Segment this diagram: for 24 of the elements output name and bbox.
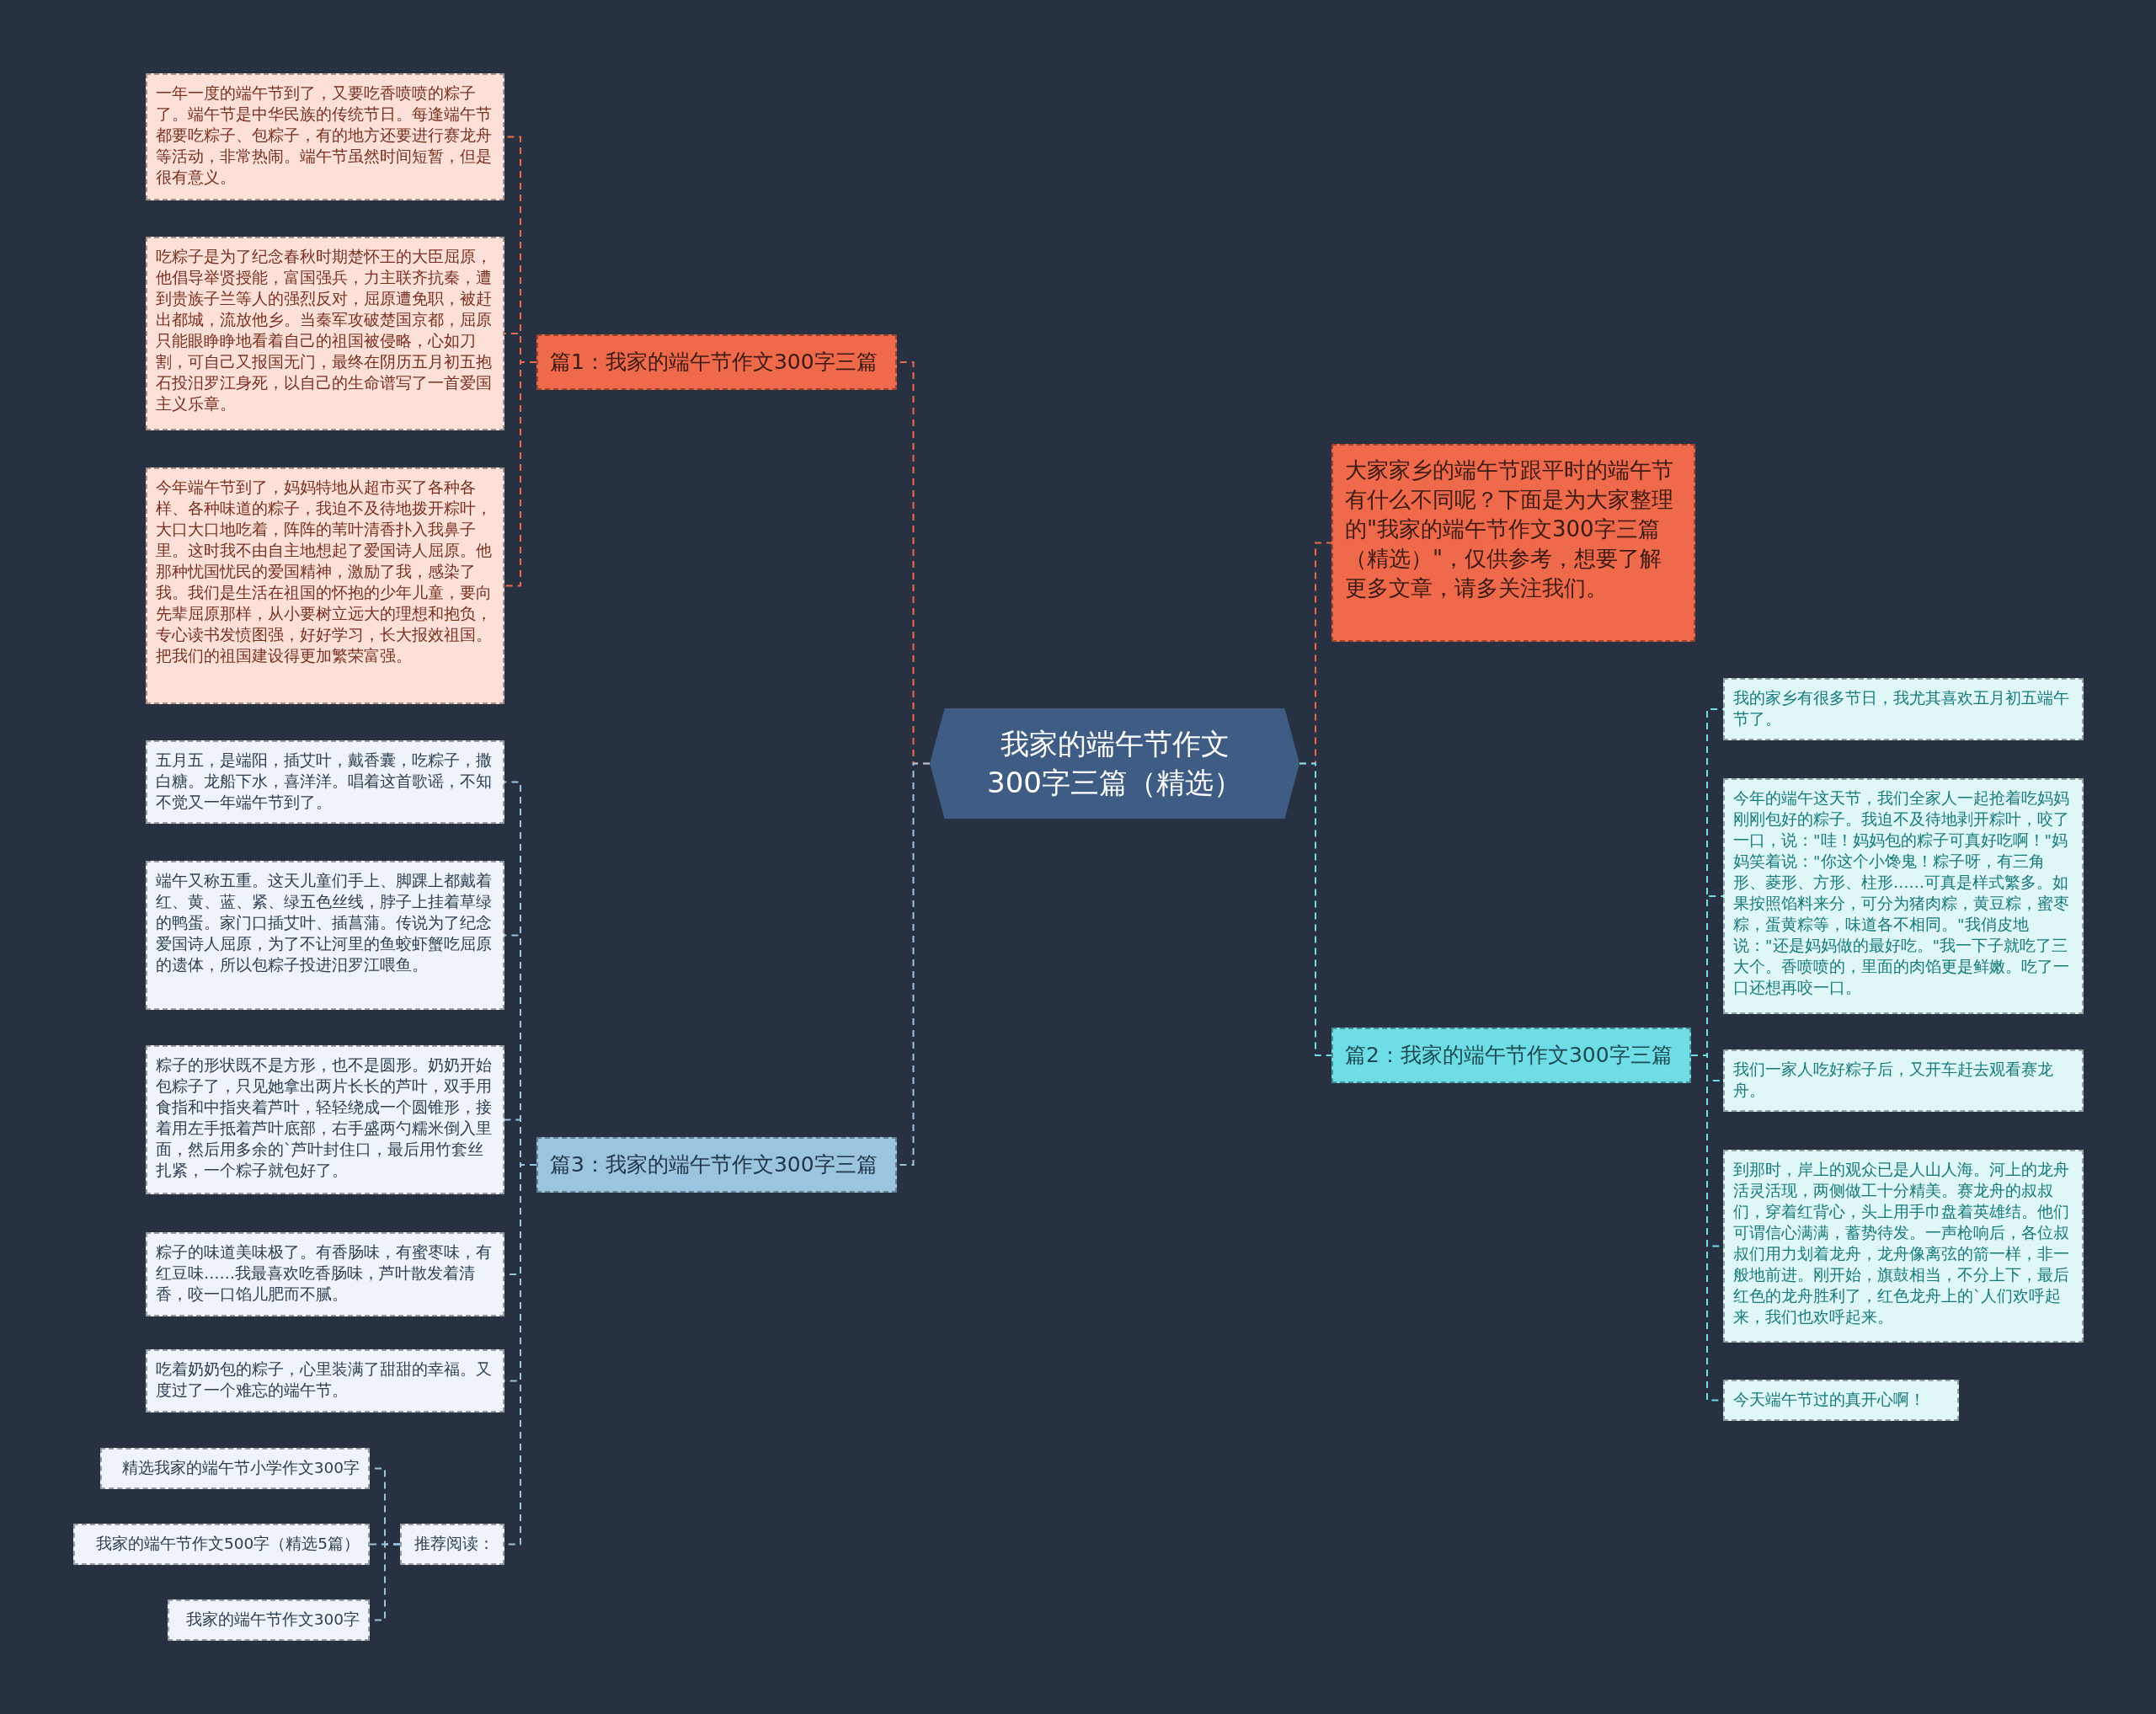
text-card: 我们一家人吃好粽子后，又开车赶去观看赛龙舟。 — [1723, 1049, 2084, 1112]
text-card: 我的家乡有很多节日，我尤其喜欢五月初五端午节了。 — [1723, 678, 2084, 740]
intro-box: 大家家乡的端午节跟平时的端午节有什么不同呢？下面是为大家整理的"我家的端午节作文300字三篇（精选）"，仅供参考，想要了解更多文章，请多关注我们。 — [1331, 444, 1695, 642]
text-card: 吃粽子是为了纪念春秋时期楚怀王的大臣屈原，他倡导举贤授能，富国强兵，力主联齐抗秦，遭到贵族子兰等人的强烈反对，屈原遭免职，被赶出都城，流放他乡。当秦军攻破楚国京都，屈原只能眼睁睁地看着自己的祖国被侵略，心如刀割，可自己又报国无门，最终在阴历五月初五抱石投汨罗江身死，以自己的生命谱写了一首爱国主义乐章。 — [146, 237, 504, 430]
central-topic: 我家的端午节作文300字三篇（精选） — [930, 708, 1299, 819]
text-card: 到那时，岸上的观众已是人山人海。河上的龙舟活灵活现，两侧做工十分精美。赛龙舟的叔叔们，穿着红背心，头上用手巾盘着英雄结。他们可谓信心满满，蓄势待发。一声枪响后，各位叔叔们用力划着龙舟，龙舟像离弦的箭一样，非一般地前进。刚开始，旗鼓相当，不分上下，最后红色的龙舟胜利了，红色龙舟上的`人们欢呼起来，我们也欢呼起来。 — [1723, 1150, 2084, 1343]
branch-box: 篇2：我家的端午节作文300字三篇 — [1331, 1028, 1691, 1083]
text-card: 今天端午节过的真开心啊！ — [1723, 1380, 1959, 1421]
text-card: 我家的端午节作文500字（精选5篇） — [73, 1524, 370, 1565]
text-card: 推荐阅读： — [400, 1524, 504, 1565]
text-card: 端午又称五重。这天儿童们手上、脚踝上都戴着红、黄、蓝、紧、绿五色丝线，脖子上挂着草绿的鸭蛋。家门口插艾叶、插菖蒲。传说为了纪念爱国诗人屈原，为了不让河里的鱼蛟虾蟹吃屈原的遗体，所以包粽子投进汨罗江喂鱼。 — [146, 861, 504, 1010]
text-card: 精选我家的端午节小学作文300字 — [100, 1448, 370, 1489]
text-card: 粽子的味道美味极了。有香肠味，有蜜枣味，有红豆味……我最喜欢吃香肠味，芦叶散发着清香，咬一口馅儿肥而不腻。 — [146, 1232, 504, 1316]
text-card: 我家的端午节作文300字 — [168, 1599, 370, 1641]
text-card: 粽子的形状既不是方形，也不是圆形。奶奶开始包粽子了，只见她拿出两片长长的芦叶，双手用食指和中指夹着芦叶，轻轻绕成一个圆锥形，接着用左手抵着芦叶底部，右手盛两勺糯米倒入里面，然后用多余的`芦叶封住口，最后用竹套丝扎紧，一个粽子就包好了。 — [146, 1045, 504, 1194]
text-card: 一年一度的端午节到了，又要吃香喷喷的粽子了。端午节是中华民族的传统节日。每逢端午节都要吃粽子、包粽子，有的地方还要进行赛龙舟等活动，非常热闹。端午节虽然时间短暂，但是很有意义。 — [146, 73, 504, 200]
text-card: 吃着奶奶包的粽子，心里装满了甜甜的幸福。又度过了一个难忘的端午节。 — [146, 1349, 504, 1412]
text-card: 五月五，是端阳，插艾叶，戴香囊，吃粽子，撒白糖。龙船下水，喜洋洋。唱着这首歌谣，不知不觉又一年端午节到了。 — [146, 740, 504, 824]
text-card: 今年端午节到了，妈妈特地从超市买了各种各样、各种味道的粽子，我迫不及待地拨开粽叶，大口大口地吃着，阵阵的苇叶清香扑入我鼻子里。这时我不由自主地想起了爱国诗人屈原。他那种忧国忧民的爱国精神，激励了我，感染了我。我们是生活在祖国的怀抱的少年儿童，要向先辈屈原那样，从小要树立远大的理想和抱负，专心读书发愤图强，好好学习，长大报效祖国。把我们的祖国建设得更加繁荣富强。 — [146, 467, 504, 704]
branch-box: 篇1：我家的端午节作文300字三篇 — [536, 334, 897, 390]
connector — [1299, 762, 1332, 1056]
branch-box: 篇3：我家的端午节作文300字三篇 — [536, 1137, 897, 1193]
text-card: 今年的端午这天节，我们全家人一起抢着吃妈妈刚刚包好的粽子。我迫不及待地剥开粽叶，咬了一口，说："哇！妈妈包的粽子可真好吃啊！"妈妈笑着说："你这个小馋鬼！粽子呀，有三角形、菱形、方形、柱形……可真是样式繁多。如果按照馅料来分，可分为猪肉粽，黄豆粽，蜜枣粽，蛋黄粽等，味道各不相同。"我俏皮地说："还是妈妈做的最好吃。"我一下子就吃了三大个。香喷喷的，里面的肉馅更是鲜嫩。吃了一口还想再咬一口。 — [1723, 778, 2084, 1014]
connector — [504, 360, 537, 587]
